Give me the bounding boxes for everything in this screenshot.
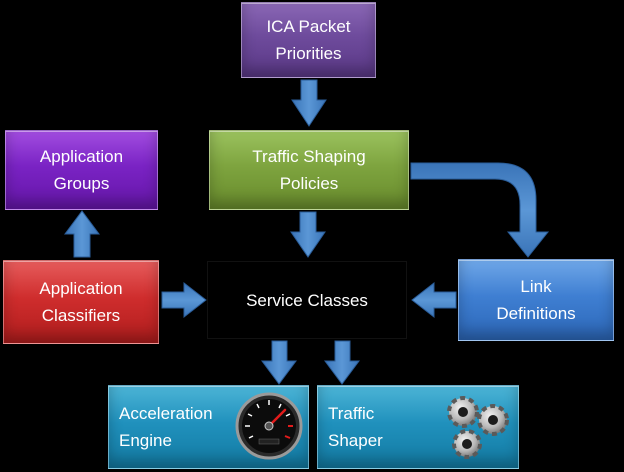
node-traffic-shaping-policies: Traffic Shaping Policies (209, 130, 409, 210)
arrow-classifiers-to-service-classes (161, 281, 207, 319)
tachometer-icon (235, 392, 303, 460)
node-label: Service Classes (246, 290, 368, 310)
node-label-line: Priorities (275, 44, 342, 63)
node-link-definitions: Link Definitions (458, 259, 614, 341)
arrow-policies-to-link-definitions (410, 162, 550, 258)
node-label-line: Classifiers (41, 306, 121, 325)
arrow-classifiers-to-groups (64, 210, 100, 258)
arrow-service-classes-to-acceleration-engine (261, 340, 297, 385)
gear-icon (452, 429, 482, 459)
node-ica-packet-priorities: ICA Packet Priorities (241, 2, 376, 78)
node-label-line: Policies (279, 174, 339, 193)
node-label-line: Definitions (496, 304, 576, 323)
arrow-service-classes-to-traffic-shaper (324, 340, 360, 385)
node-label-line: Link (520, 277, 552, 296)
node-label-line: Application (39, 147, 124, 166)
gear-icon (477, 404, 509, 436)
node-label-line: Traffic Shaping (252, 147, 366, 166)
node-service-classes: Service Classes (207, 261, 407, 339)
node-application-groups: Application Groups (5, 130, 158, 210)
gear-icon (447, 396, 479, 428)
node-label-line: ICA Packet (266, 17, 351, 36)
node-label-line: Traffic (328, 404, 375, 423)
node-application-classifiers: Application Classifiers (3, 260, 159, 344)
arrow-link-definitions-to-service-classes (411, 281, 457, 319)
arrow-ica-to-policies (291, 79, 327, 127)
node-label-line: Engine (119, 431, 172, 450)
gears-icon (447, 396, 509, 459)
node-label-line: Application (39, 279, 123, 298)
node-label-line: Acceleration (119, 404, 213, 423)
node-label-line: Shaper (328, 431, 383, 450)
node-label-line: Groups (53, 174, 110, 193)
arrow-policies-to-service-classes (290, 211, 326, 258)
